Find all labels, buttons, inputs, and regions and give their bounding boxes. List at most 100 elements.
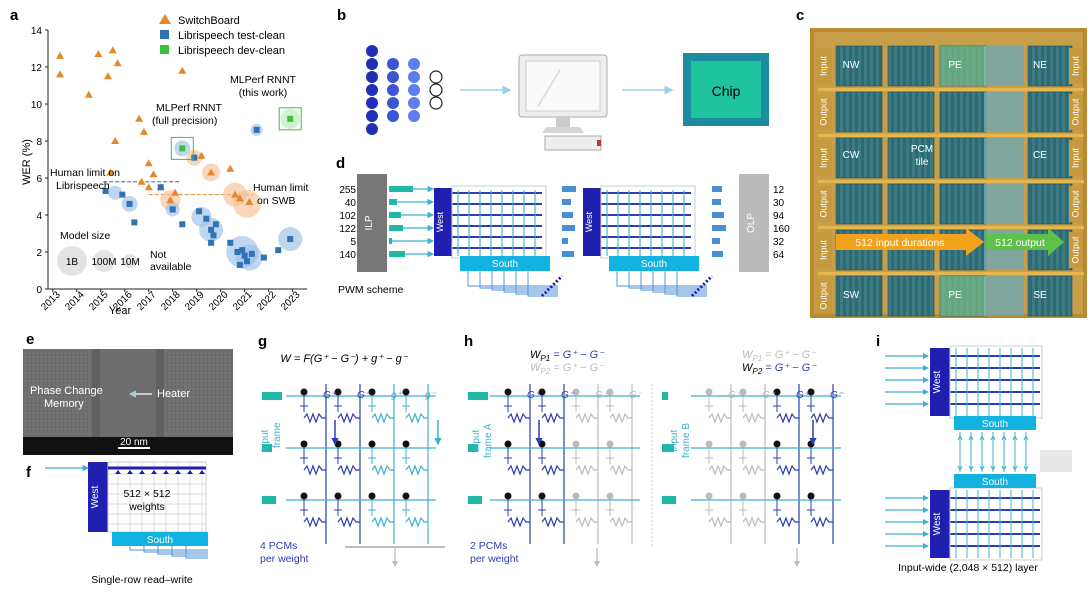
pcm-resistor (742, 464, 765, 476)
x-tick-label: 2017 (135, 289, 159, 313)
test-clean-point (248, 250, 255, 257)
pcm-label: G⁻ (357, 390, 371, 401)
test-clean-point (102, 187, 109, 194)
io-strip (816, 94, 832, 130)
tem-image (23, 349, 233, 455)
test-clean-point (119, 191, 126, 198)
dev-clean-point (179, 145, 186, 152)
io-label-right: Input (1070, 147, 1080, 168)
h-r-wp2-w: W (742, 362, 754, 374)
not-available-line2: available (150, 261, 192, 273)
panel-label-f: f (26, 464, 32, 481)
south-output-wire (664, 271, 707, 295)
south-output-wire (676, 271, 707, 297)
olp-output-value: 64 (773, 250, 785, 261)
io-label-right: Output (1070, 236, 1080, 264)
pcm-tile (835, 183, 883, 225)
io-label-right: Input (1070, 55, 1080, 76)
neural-network-icon (366, 45, 443, 135)
pcm-tile (1027, 275, 1073, 317)
transistor (606, 500, 614, 516)
io-strip (816, 140, 832, 176)
pcm-resistor (776, 464, 799, 476)
y-tick-label: 10 (31, 100, 43, 111)
test-clean-point (275, 247, 282, 254)
gate-node (773, 492, 781, 500)
test-clean-point (227, 239, 234, 246)
pcm-label: G⁺ (323, 390, 337, 401)
h-r-wp2-rest: = G⁺ − G⁻ (762, 362, 817, 374)
transistor (739, 396, 747, 412)
switchboard-point (144, 159, 153, 167)
olp-output-value: 32 (773, 237, 785, 248)
switchboard-point (245, 198, 254, 206)
pcm-label: G⁻ (762, 390, 776, 401)
south-output-wire (479, 271, 558, 289)
south-output-wire (491, 271, 558, 291)
output-pwm (712, 212, 724, 218)
pcm-resistor (507, 412, 530, 424)
row-arrow (175, 470, 181, 474)
gate-node (705, 388, 713, 396)
switchboard-point (55, 51, 64, 59)
gate-node (739, 388, 747, 396)
input-pulse-a (468, 392, 488, 400)
panel-label-d: d (336, 155, 345, 172)
olp-output-value: 30 (773, 198, 785, 209)
gate-node (402, 440, 410, 448)
gate-node (368, 440, 376, 448)
output-wire (185, 546, 208, 559)
dev-clean-highlight-box (170, 136, 194, 160)
olp-block (739, 174, 769, 272)
south-label: South (147, 535, 173, 546)
transistor (300, 500, 308, 516)
pcm-resistor (337, 516, 360, 528)
switchboard-point (144, 183, 153, 191)
legend-marker-dev-clean (160, 45, 169, 54)
gate-node (572, 440, 580, 448)
transistor (538, 448, 546, 464)
h-caption-2: per weight (470, 553, 519, 565)
row-arrow (127, 470, 133, 474)
pwm-pulse (389, 225, 403, 231)
pcm-tile (835, 275, 883, 317)
pcm-resistor (303, 412, 326, 424)
gate-node (538, 388, 546, 396)
transistor (572, 500, 580, 516)
bridge-arrow (968, 434, 974, 472)
olp-label: OLP (746, 213, 757, 233)
io-strip (1069, 186, 1083, 222)
transistor (402, 500, 410, 516)
gate-node (773, 440, 781, 448)
pcm-resistor (371, 516, 394, 528)
y-tick-label: 2 (36, 248, 42, 259)
input-pulse-b (662, 496, 676, 504)
annot-fp-line1: MLPerf RNNT (156, 102, 223, 114)
gate-node (739, 440, 747, 448)
row-arrow (139, 470, 145, 474)
pcm-label-line1: Phase Change (30, 385, 103, 397)
test-clean-point (287, 236, 294, 243)
transistor (334, 500, 342, 516)
gate-node (572, 492, 580, 500)
pcm-label: G⁺ (527, 390, 541, 401)
pcm-tile (939, 183, 987, 225)
switchboard-point (226, 164, 235, 172)
gold-bus (818, 180, 1084, 183)
transistor (807, 500, 815, 516)
gate-node (368, 492, 376, 500)
pcm-label: G⁻ (561, 390, 575, 401)
west-label: West (932, 370, 943, 393)
h-r-wp1-sub: P1 (752, 354, 762, 363)
olp-output-value: 12 (773, 185, 785, 196)
south-label: South (492, 259, 518, 270)
h-r-wp1-w: W (742, 349, 754, 361)
pcm-label: G⁺ (728, 390, 742, 401)
model-size-bubble (108, 185, 123, 200)
gate-node (504, 388, 512, 396)
pcm-resistor (575, 412, 598, 424)
switchboard-point (178, 66, 187, 74)
h-formula-right: WP1 = G⁺ − G⁻ WP2 = G⁺ − G⁻ (742, 349, 817, 376)
pcm-tile-label-2: tile (916, 157, 929, 168)
